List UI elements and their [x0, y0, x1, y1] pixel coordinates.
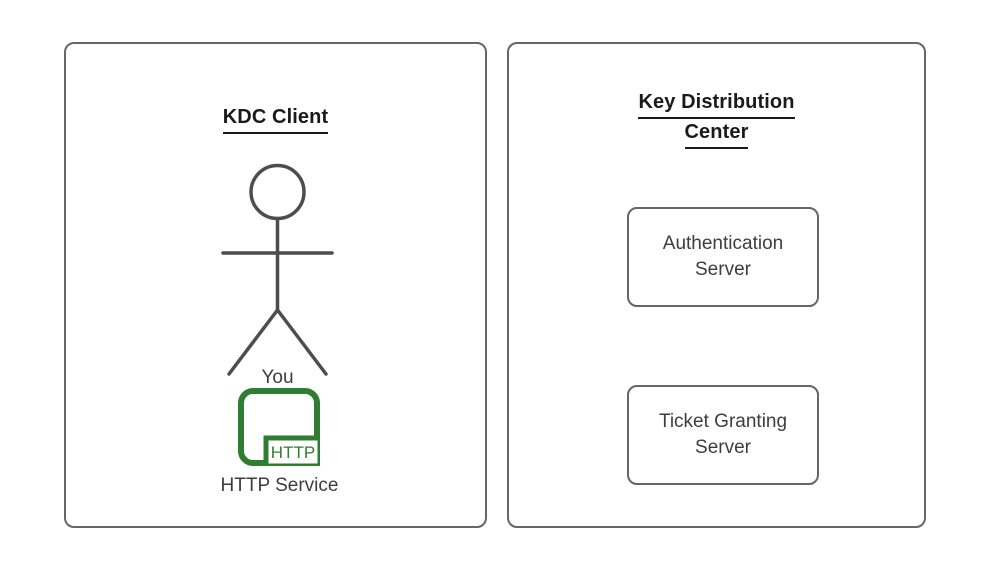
ticket-granting-server-box[interactable]: Ticket Granting Server: [627, 385, 819, 485]
http-service-label: HTTP Service: [220, 475, 339, 496]
svg-text:HTTP: HTTP: [271, 443, 315, 462]
authentication-server-box[interactable]: Authentication Server: [627, 207, 819, 307]
panel-kdc-title-line-2: Center: [684, 119, 749, 149]
ticket-granting-server-label-line-2: Server: [695, 437, 751, 458]
http-service-icon[interactable]: HTTP: [238, 388, 320, 466]
panel-key-distribution-center[interactable]: Key Distribution Center Authentication S…: [507, 42, 926, 528]
panel-kdc-client-title: KDC Client: [66, 104, 485, 134]
authentication-server-label-line-2: Server: [695, 259, 751, 280]
actor-label: You: [261, 367, 294, 388]
panel-kdc-title-line-1: Key Distribution: [638, 89, 795, 119]
authentication-server-label-line-1: Authentication: [662, 233, 784, 254]
panel-kdc-client[interactable]: KDC Client You HTTP HTTP S: [64, 42, 487, 528]
ticket-granting-server-label-line-1: Ticket Granting: [658, 411, 788, 432]
panel-kdc-title: Key Distribution Center: [509, 89, 924, 149]
stick-figure-icon: [211, 162, 344, 377]
panel-kdc-client-title-line-1: KDC Client: [222, 104, 329, 134]
